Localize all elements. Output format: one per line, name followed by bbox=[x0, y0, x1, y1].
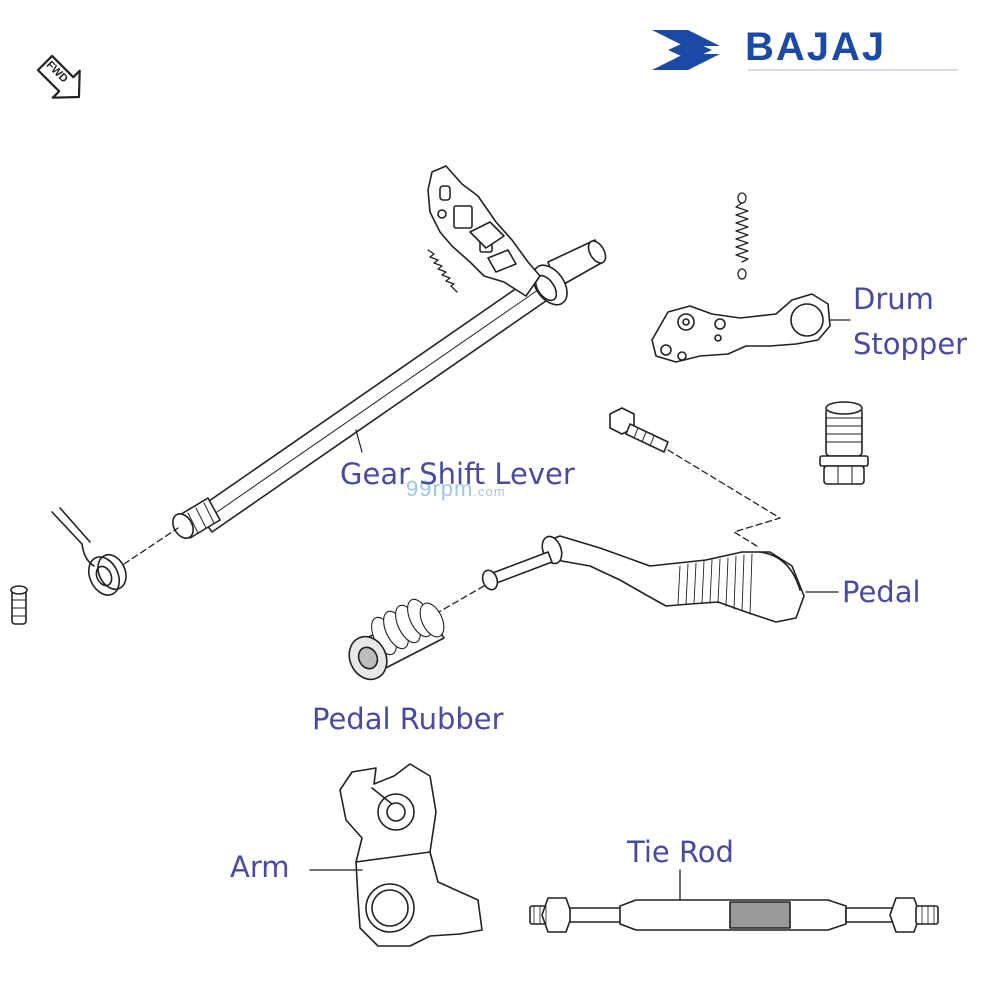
drum-stopper-spring-part bbox=[735, 192, 749, 280]
watermark-main: 99rpm bbox=[406, 476, 474, 501]
assembly-line bbox=[667, 449, 781, 549]
pedal-part bbox=[481, 535, 805, 623]
pedal-label: Pedal bbox=[842, 575, 921, 609]
pedal-bolt-part bbox=[609, 407, 669, 453]
assembly-line bbox=[431, 585, 485, 617]
brand-wordmark: BAJAJ bbox=[745, 25, 887, 69]
assembly-line bbox=[123, 527, 179, 565]
small-bolt-part bbox=[10, 585, 28, 625]
small-spring-part bbox=[427, 249, 458, 293]
fwd-arrow-icon bbox=[36, 54, 81, 99]
arm-part bbox=[339, 763, 483, 947]
torsion-spring-part bbox=[51, 507, 127, 596]
gear-shift-lever-label: Gear Shift Lever bbox=[340, 457, 575, 491]
tie-rod-label: Tie Rod bbox=[627, 835, 734, 869]
watermark-suffix: .com bbox=[473, 484, 506, 499]
drum-stopper-label-line2: Stopper bbox=[853, 327, 968, 361]
pedal-rubber-label: Pedal Rubber bbox=[312, 702, 504, 736]
drum-stopper-label-line1: Drum bbox=[853, 282, 934, 316]
tie-rod-part bbox=[529, 897, 939, 933]
arm-label: Arm bbox=[230, 850, 290, 884]
drum-stopper-bolt-part bbox=[819, 401, 869, 485]
bajaj-logo-icon bbox=[652, 30, 720, 70]
gear-shift-lever-part bbox=[172, 165, 607, 539]
pedal-rubber-part bbox=[348, 598, 445, 681]
watermark: 99rpm.com bbox=[406, 478, 506, 500]
drum-stopper-part bbox=[651, 293, 831, 363]
